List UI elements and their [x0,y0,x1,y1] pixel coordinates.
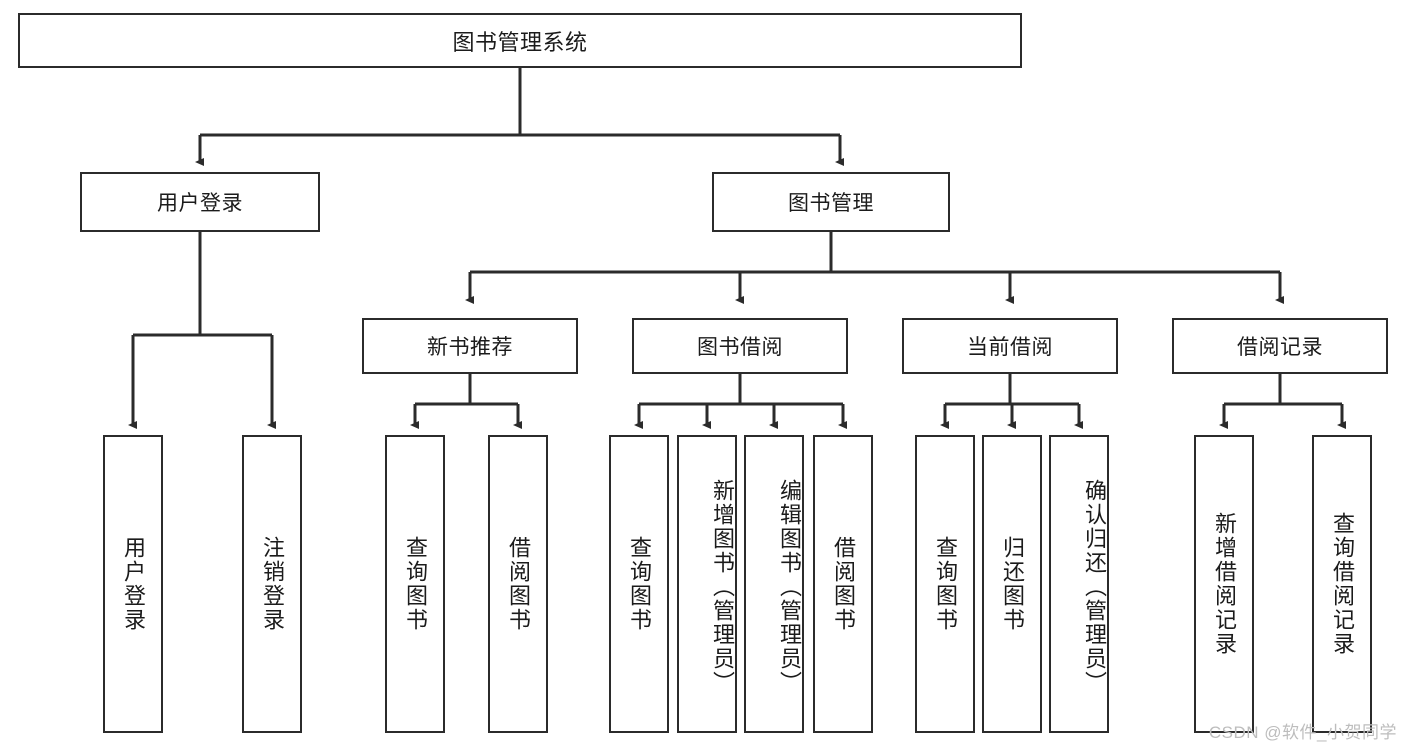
leaf-query-borrow-record[interactable]: 查询借阅记录 [1312,435,1372,733]
leaf-return-book[interactable]: 归还图书 [982,435,1042,733]
leaf-add-borrow-record[interactable]: 新增借阅记录 [1194,435,1254,733]
leaf-query-book-recommend[interactable]: 查询图书 [385,435,445,733]
leaf-user-login[interactable]: 用户登录 [103,435,163,733]
leaf-edit-book[interactable]: 编辑图书（管理员） [744,435,804,733]
leaf-borrow-book-recommend[interactable]: 借阅图书 [488,435,548,733]
node-new-book-recommend[interactable]: 新书推荐 [362,318,578,374]
leaf-logout[interactable]: 注销登录 [242,435,302,733]
node-book-management[interactable]: 图书管理 [712,172,950,232]
node-book-borrow[interactable]: 图书借阅 [632,318,848,374]
node-current-borrow[interactable]: 当前借阅 [902,318,1118,374]
leaf-query-book-borrow[interactable]: 查询图书 [609,435,669,733]
csdn-watermark: CSDN @软件_小贺同学 [1208,723,1397,742]
node-root-book-management-system[interactable]: 图书管理系统 [18,13,1022,68]
leaf-query-book-current[interactable]: 查询图书 [915,435,975,733]
node-borrow-record[interactable]: 借阅记录 [1172,318,1388,374]
leaf-borrow-book[interactable]: 借阅图书 [813,435,873,733]
leaf-add-book[interactable]: 新增图书（管理员） [677,435,737,733]
node-user-login[interactable]: 用户登录 [80,172,320,232]
leaf-confirm-return[interactable]: 确认归还（管理员） [1049,435,1109,733]
